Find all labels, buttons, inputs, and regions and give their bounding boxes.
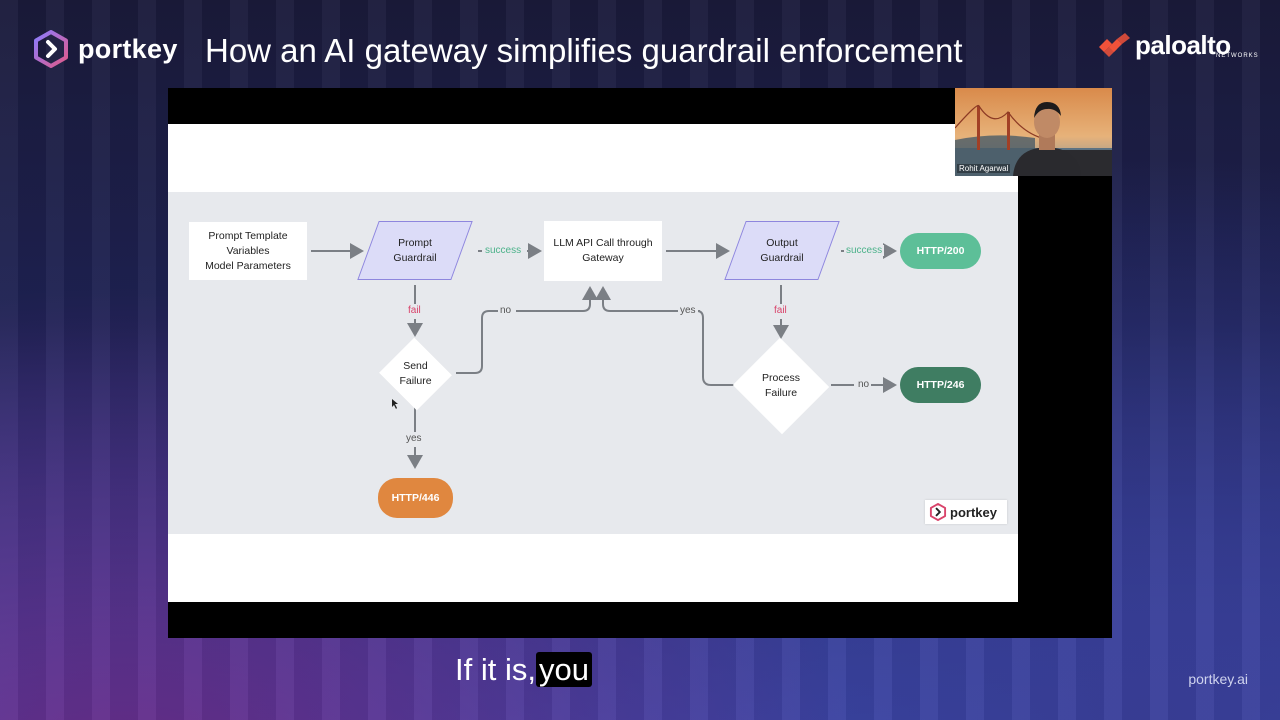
path-send-failure-no <box>456 310 499 374</box>
caption-highlight: you <box>535 652 592 687</box>
send-failure-node: Send Failure <box>378 337 453 411</box>
label-success-prompt: success <box>483 245 524 256</box>
webcam-video <box>955 88 1112 176</box>
speaker-name: Rohit Agarwal <box>957 164 1011 173</box>
prompt-guardrail-node: Prompt Guardrail <box>357 221 473 280</box>
http-246-badge: HTTP/246 <box>900 367 981 403</box>
http-200-badge: HTTP/200 <box>900 233 981 269</box>
slide-portkey-logo-text: portkey <box>950 504 997 520</box>
slide-portkey-logo-icon <box>929 503 947 521</box>
mouse-cursor-icon <box>392 399 398 409</box>
label-no-send-failure: no <box>498 305 514 316</box>
llm-api-call-node: LLM API Call through Gateway <box>544 221 662 281</box>
footer-url: portkey.ai <box>1188 671 1248 687</box>
label-yes-process-failure: yes <box>678 305 698 316</box>
process-failure-node: Process Failure <box>732 337 830 435</box>
speaker-webcam: Rohit Agarwal <box>955 88 1112 176</box>
paloalto-logo-icon <box>1099 33 1130 57</box>
label-no-process-failure: no <box>856 379 872 390</box>
caption-text: If it is, <box>455 652 536 687</box>
input-box: Prompt Template Variables Model Paramete… <box>189 222 307 280</box>
path-process-failure-yes <box>595 286 700 312</box>
label-fail-output: fail <box>772 305 789 316</box>
presentation-slide: Prompt Template Variables Model Paramete… <box>168 124 1018 602</box>
label-success-output: success <box>844 245 885 256</box>
flowchart: Prompt Template Variables Model Paramete… <box>168 192 1018 534</box>
output-guardrail-node: Output Guardrail <box>724 221 840 280</box>
paloalto-logo-subtext: NETWORKS <box>1216 53 1259 59</box>
subtitle-caption: If it is,you <box>455 652 592 688</box>
portkey-logo-icon <box>34 30 68 68</box>
label-yes-send-failure: yes <box>404 433 424 444</box>
portkey-logo: portkey <box>32 30 178 68</box>
shared-screen: Prompt Template Variables Model Paramete… <box>168 88 1112 638</box>
http-446-badge: HTTP/446 <box>378 478 453 518</box>
portkey-logo-text: portkey <box>78 33 178 64</box>
label-fail-prompt: fail <box>406 305 423 316</box>
slide-portkey-logo: portkey <box>925 500 1007 524</box>
flowchart-connectors <box>311 243 897 469</box>
page-title: How an AI gateway simplifies guardrail e… <box>205 32 963 69</box>
paloalto-logo: paloalto NETWORKS <box>1097 30 1259 66</box>
paloalto-logo-text: paloalto <box>1135 30 1231 60</box>
